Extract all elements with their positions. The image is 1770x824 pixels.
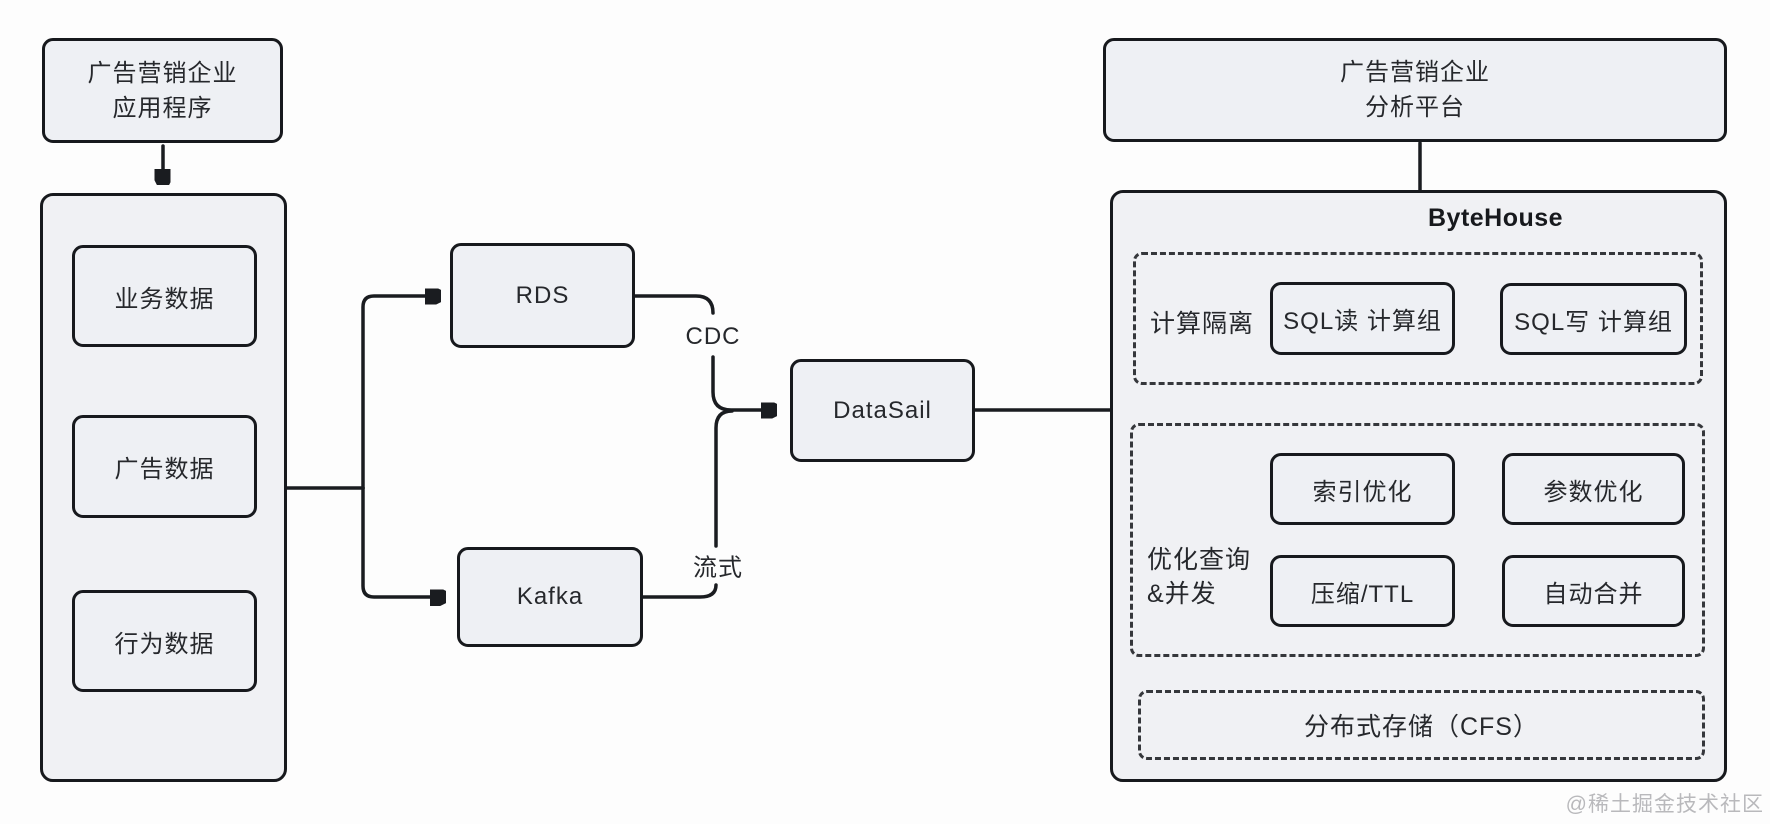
behavior-data-label: 行为数据	[114, 630, 215, 658]
parameter-optimization-label: 参数优化	[1543, 478, 1644, 506]
compression-ttl-label: 压缩/TTL	[1310, 580, 1415, 608]
platform-box-label: 广告营销企业 分析平台	[1340, 59, 1490, 121]
index-optimization-box: 索引优化	[1270, 453, 1455, 525]
auto-merge-label: 自动合并	[1543, 580, 1644, 608]
bytehouse-title: ByteHouse	[1428, 204, 1564, 232]
line-stream-to-junction	[714, 409, 734, 548]
arrow-cdc-to-datasail	[711, 355, 772, 410]
business-data-label: 业务数据	[114, 285, 215, 313]
optimization-label: 优化查询 &并发	[1147, 546, 1252, 608]
line-kafka-to-stream	[641, 583, 718, 599]
rds-label: RDS	[515, 281, 570, 309]
app-box: 广告营销企业 应用程序	[42, 38, 283, 143]
kafka-box: Kafka	[457, 547, 643, 647]
watermark: @稀土掘金技术社区	[1565, 793, 1764, 816]
arrow-branch-to-kafka	[361, 486, 441, 597]
compute-isolation-label: 计算隔离	[1150, 310, 1255, 338]
ad-data-label: 广告数据	[114, 456, 215, 483]
datasail-box: DataSail	[790, 359, 975, 462]
optimization-section	[1130, 423, 1705, 657]
sql-read-group-label: SQL读 计算组	[1283, 308, 1442, 335]
auto-merge-box: 自动合并	[1502, 555, 1685, 627]
platform-box: 广告营销企业 分析平台	[1103, 38, 1727, 142]
stream-connector-label: 流式	[693, 554, 743, 582]
sql-write-group-label: SQL写 计算组	[1514, 308, 1673, 336]
sql-write-group-box: SQL写 计算组	[1500, 283, 1687, 355]
cdc-connector-label: CDC	[685, 323, 741, 350]
line-rds-to-cdc	[633, 294, 715, 315]
rds-box: RDS	[450, 243, 635, 348]
compression-ttl-box: 压缩/TTL	[1270, 555, 1455, 627]
business-data-box: 业务数据	[72, 245, 257, 347]
compute-isolation-section	[1133, 252, 1703, 385]
kafka-label: Kafka	[516, 583, 584, 610]
behavior-data-box: 行为数据	[72, 590, 257, 692]
parameter-optimization-box: 参数优化	[1502, 453, 1685, 525]
app-box-label: 广告营销企业 应用程序	[87, 59, 238, 122]
distributed-storage-label: 分布式存储（CFS）	[1303, 713, 1539, 741]
arrow-branch-to-rds	[361, 296, 436, 490]
index-optimization-label: 索引优化	[1312, 478, 1413, 506]
ad-data-box: 广告数据	[72, 415, 257, 518]
datasail-label: DataSail	[833, 396, 932, 424]
sql-read-group-box: SQL读 计算组	[1270, 282, 1455, 355]
distributed-storage-section: 分布式存储（CFS）	[1138, 690, 1705, 760]
